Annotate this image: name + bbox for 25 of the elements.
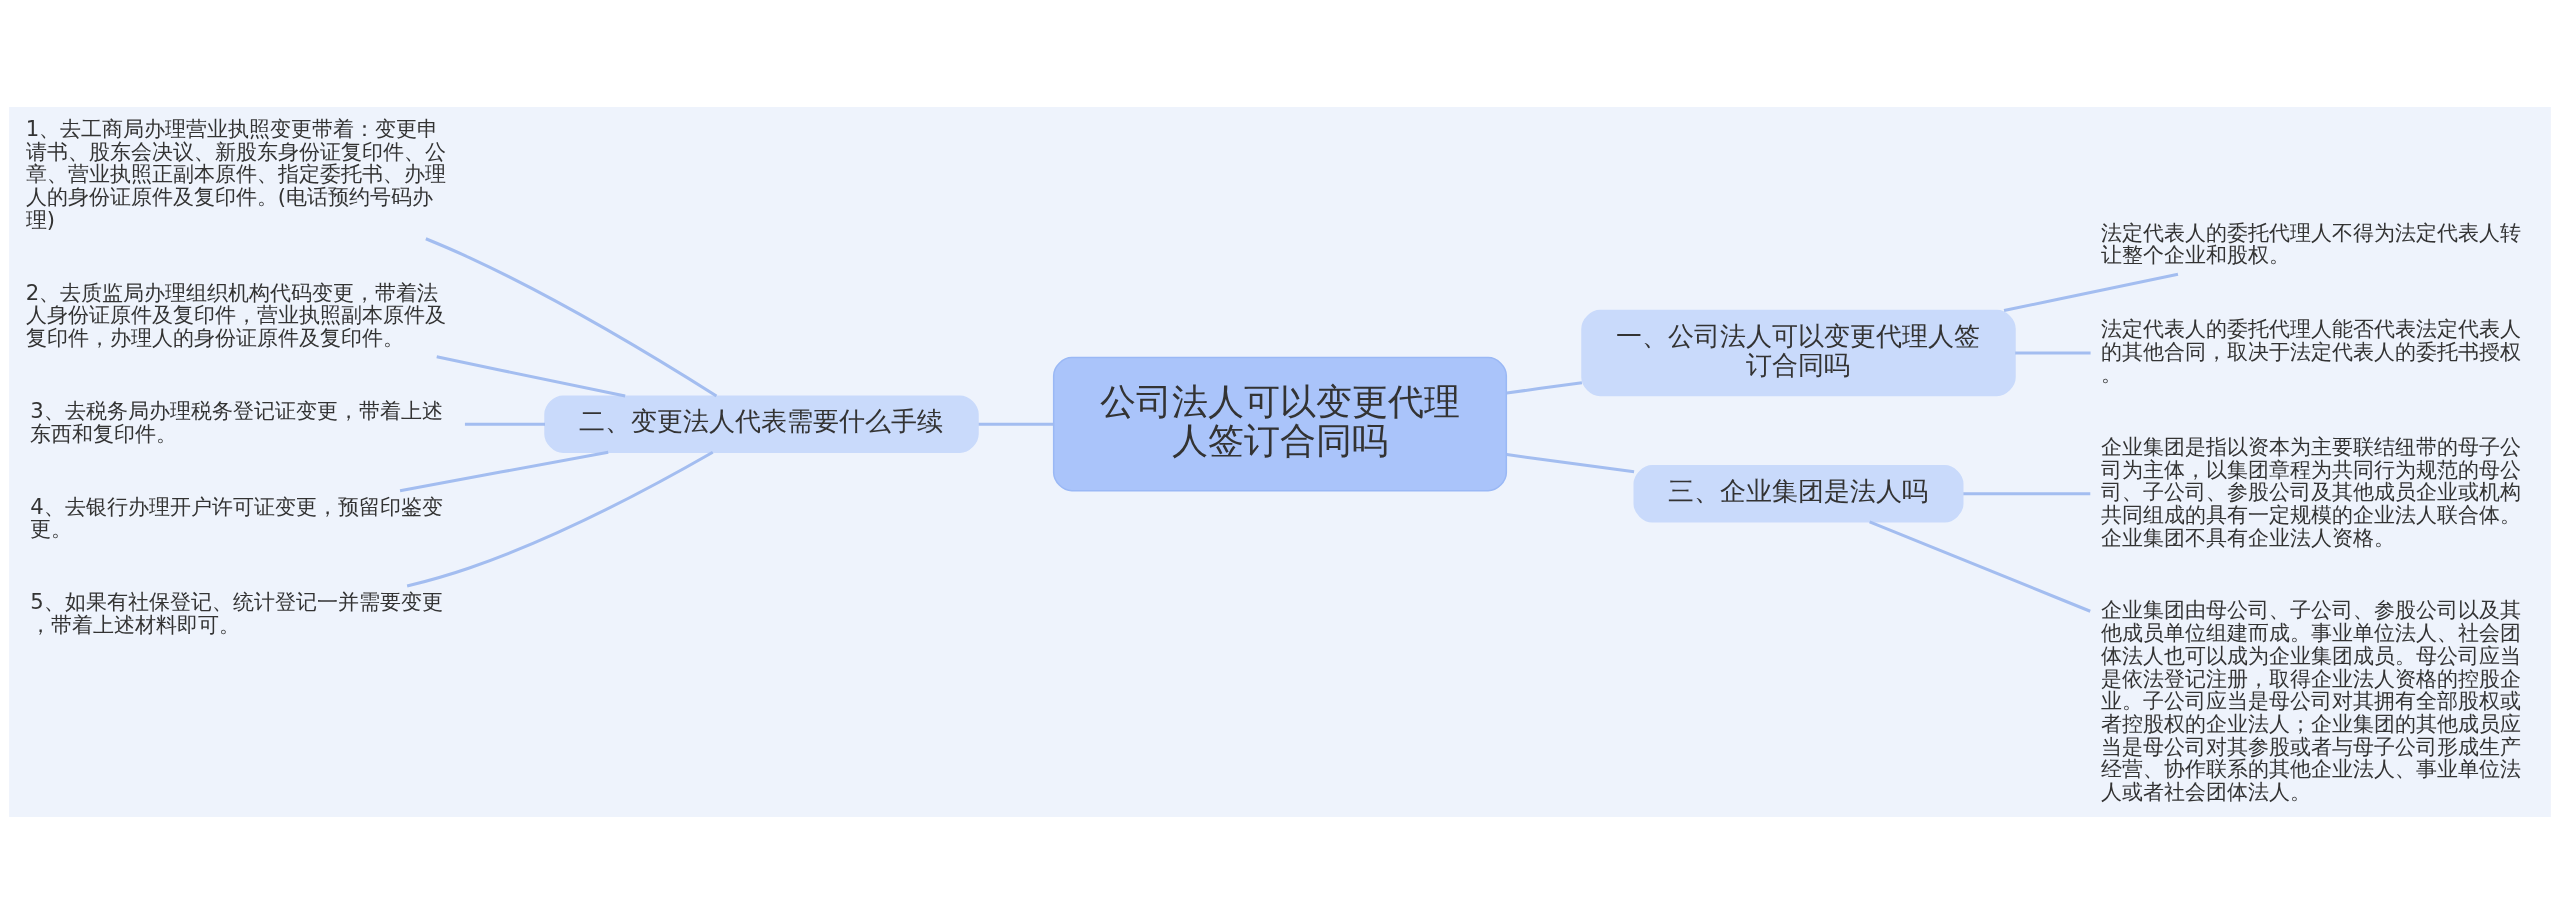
node-text: 企业集团是指以资本为主要联结纽带的母子公司为主体，以集团章程为共同行为规范的母公司、子公司、参股公司及其他成员企业或机构共同组成的具有一定规模的企业法人联合体。企业集团不具有企业法人资格。 (2101, 433, 2522, 550)
connector (399, 450, 609, 492)
node-text: 2、去质监局办理组织机构代码变更，带着法人身份证原件及复印件，营业执照副本原件及复印件，办理人的身份证原件及复印件。 (25, 279, 446, 350)
connector (436, 354, 626, 398)
connector (2003, 272, 2179, 312)
connector (464, 422, 545, 426)
node-text: 3、去税务局办理税务登记证变更，带着上述东西和复印件。 (30, 397, 443, 446)
node-text: 5、如果有社保登记、统计登记一并需要变更，带着上述材料即可。 (30, 588, 443, 637)
connector (425, 236, 718, 397)
connector (1506, 452, 1635, 473)
node-text: 企业集团由母公司、子公司、参股公司以及其他成员单位组建而成。事业单位法人、社会团体法人也可以成为企业集团成员。母公司应当是依法登记注册，取得企业法人资格的控股企业。子公司应当是母公司对其拥有全部股权或者控股权的企业法人；企业集团的其他成员应当是母公司对其参股或者与母子公司形成生产经营、协作联系的其他企业法人、事业单位法人或者社会团体法人。 (2101, 596, 2522, 804)
node-text: 4、去银行办理开户许可证变更，预留印鉴变更。 (30, 493, 443, 541)
node-text: 1、去工商局办理营业执照变更带着：变更申请书、股东会决议、新股东身份证复印件、公章、营业执照正副本原件、指定委托书、办理人的身份证原件及复印件。(电话预约号码办理) (25, 115, 446, 232)
connector (406, 450, 714, 588)
connector (1963, 491, 2091, 495)
node-box: 公司法人可以变更代理人签订合同吗 (1052, 356, 1508, 491)
node-text: 法定代表人的委托代理人能否代表法定代表人的其他合同，取决于法定代表人的委托书授权。 (2101, 315, 2522, 386)
node-box: 一、公司法人可以变更代理人签订合同吗 (1581, 309, 2016, 396)
connector (1506, 380, 1583, 395)
node-box: 三、企业集团是法人吗 (1633, 464, 1964, 523)
connector (2015, 351, 2091, 354)
node-text: 法定代表人的委托代理人不得为法定代表人转让整个企业和股权。 (2101, 219, 2522, 267)
connector (1869, 520, 2091, 613)
node-box: 二、变更法人代表需要什么手续 (544, 394, 979, 453)
connector (978, 422, 1054, 426)
